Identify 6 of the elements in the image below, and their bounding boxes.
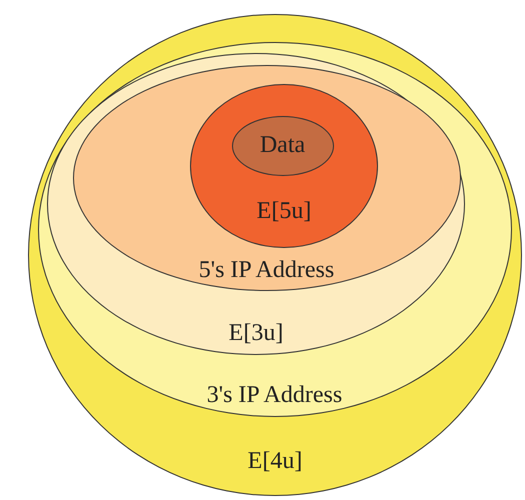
layer-label: E[5u] (256, 196, 312, 224)
layer-label: Data (258, 131, 306, 159)
layer-label: E[3u] (228, 318, 284, 346)
layer-label: 3's IP Address (206, 381, 344, 409)
layer-label: 5's IP Address (198, 256, 336, 284)
layer-label: E[4u] (246, 446, 304, 474)
